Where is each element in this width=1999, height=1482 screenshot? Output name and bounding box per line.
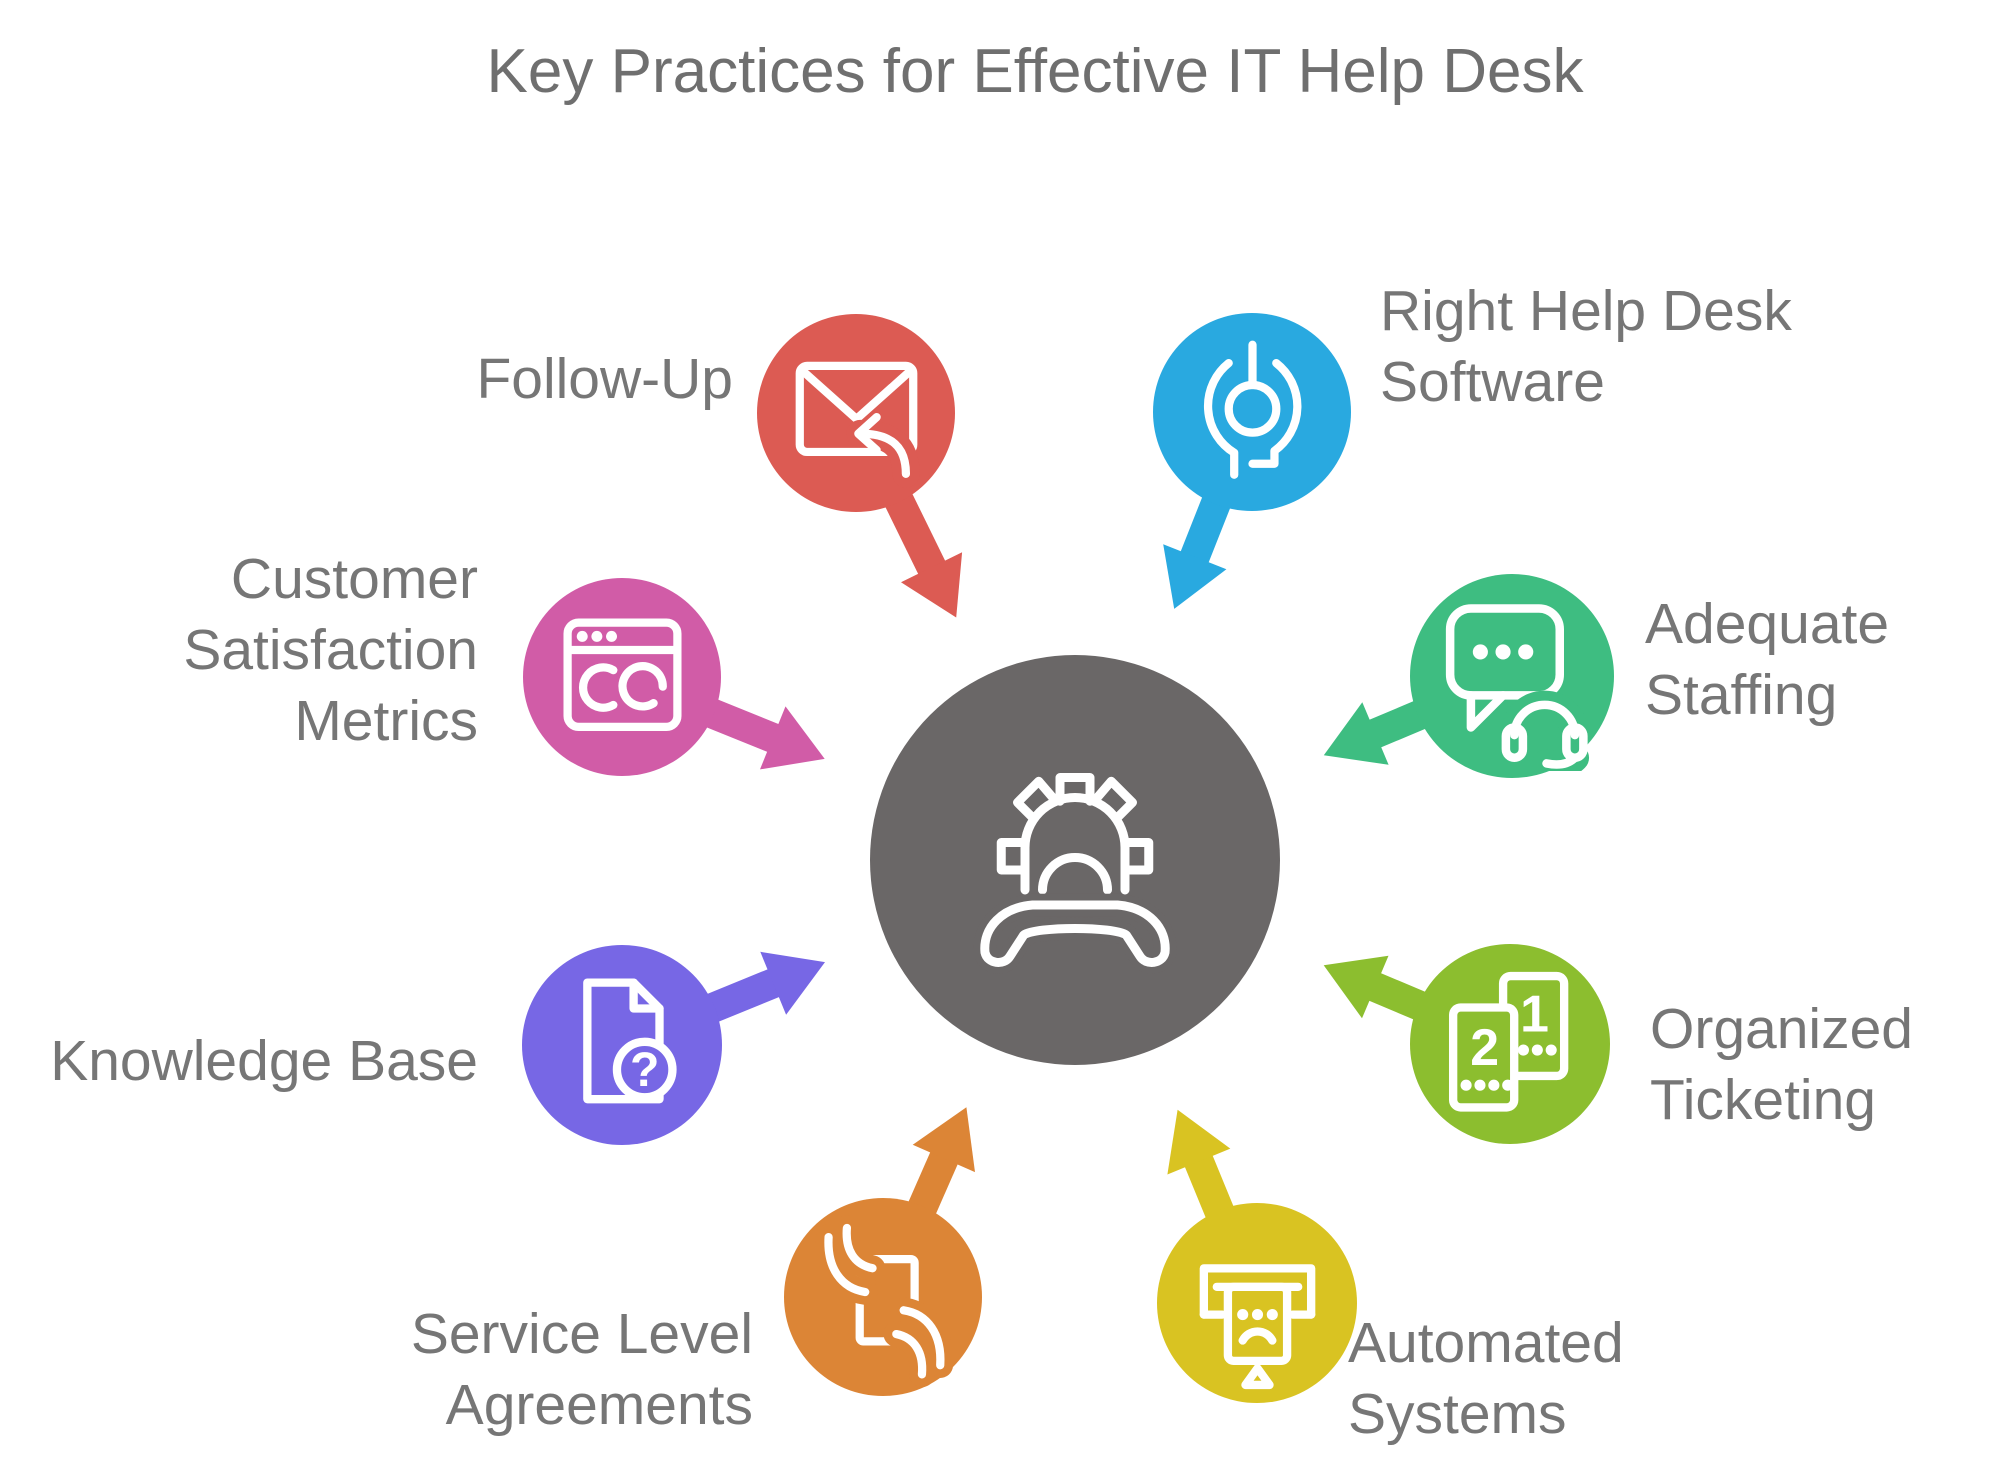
automated-systems-label: Automated Systems bbox=[1348, 1311, 1624, 1446]
follow-up-label: Follow-Up bbox=[476, 347, 733, 411]
arrow-head-organized-ticketing bbox=[1323, 955, 1389, 1019]
arrow-head-automated-systems bbox=[1167, 1109, 1231, 1175]
document-question-icon: ? bbox=[582, 977, 677, 1103]
arrow-head-customer-satisfaction-metrics bbox=[760, 706, 825, 770]
adequate-staffing-bubble bbox=[1410, 574, 1614, 778]
envelope-reply-icon bbox=[795, 361, 920, 488]
document-hands-icon bbox=[815, 1214, 953, 1387]
right-help-desk-software-bubble bbox=[1153, 313, 1351, 511]
numbered-tickets-icon: 1 2 bbox=[1448, 971, 1568, 1112]
service-level-agreements-label: Service Level Agreements bbox=[410, 1302, 753, 1437]
svg-text:1: 1 bbox=[1520, 984, 1549, 1042]
arrow-head-follow-up bbox=[901, 552, 963, 618]
knowledge-base-bubble: ? bbox=[522, 945, 722, 1145]
svg-text:?: ? bbox=[630, 1043, 659, 1097]
follow-up-bubble bbox=[757, 314, 955, 512]
browser-metrics-icon bbox=[562, 617, 682, 731]
knowledge-base-label: Knowledge Base bbox=[50, 1029, 478, 1093]
arrow-head-right-help-desk-software bbox=[1163, 544, 1227, 609]
svg-text:2: 2 bbox=[1470, 1017, 1499, 1075]
ticket-dispenser-icon bbox=[1199, 1263, 1315, 1389]
customer-satisfaction-metrics-label: Customer Satisfaction Metrics bbox=[183, 547, 478, 753]
arrow-head-service-level-agreements bbox=[912, 1107, 975, 1173]
diagram-title: Key Practices for Effective IT Help Desk bbox=[486, 37, 1584, 106]
gear-handset-icon bbox=[973, 773, 1177, 974]
right-help-desk-software-label: Right Help Desk Software bbox=[1380, 279, 1792, 414]
service-level-agreements-bubble bbox=[784, 1198, 982, 1396]
automated-systems-bubble bbox=[1157, 1203, 1357, 1403]
customer-satisfaction-metrics-bubble bbox=[523, 578, 721, 776]
arrow-head-knowledge-base bbox=[760, 951, 825, 1015]
chat-headset-icon bbox=[1445, 603, 1589, 771]
arrow-head-adequate-staffing bbox=[1323, 702, 1389, 765]
organized-ticketing-label: Organized Ticketing bbox=[1650, 997, 1913, 1132]
support-headset-icon bbox=[1203, 340, 1301, 479]
adequate-staffing-label: Adequate Staffing bbox=[1645, 592, 1890, 727]
organized-ticketing-bubble: 1 2 bbox=[1410, 944, 1610, 1144]
center-hub bbox=[870, 655, 1280, 1065]
